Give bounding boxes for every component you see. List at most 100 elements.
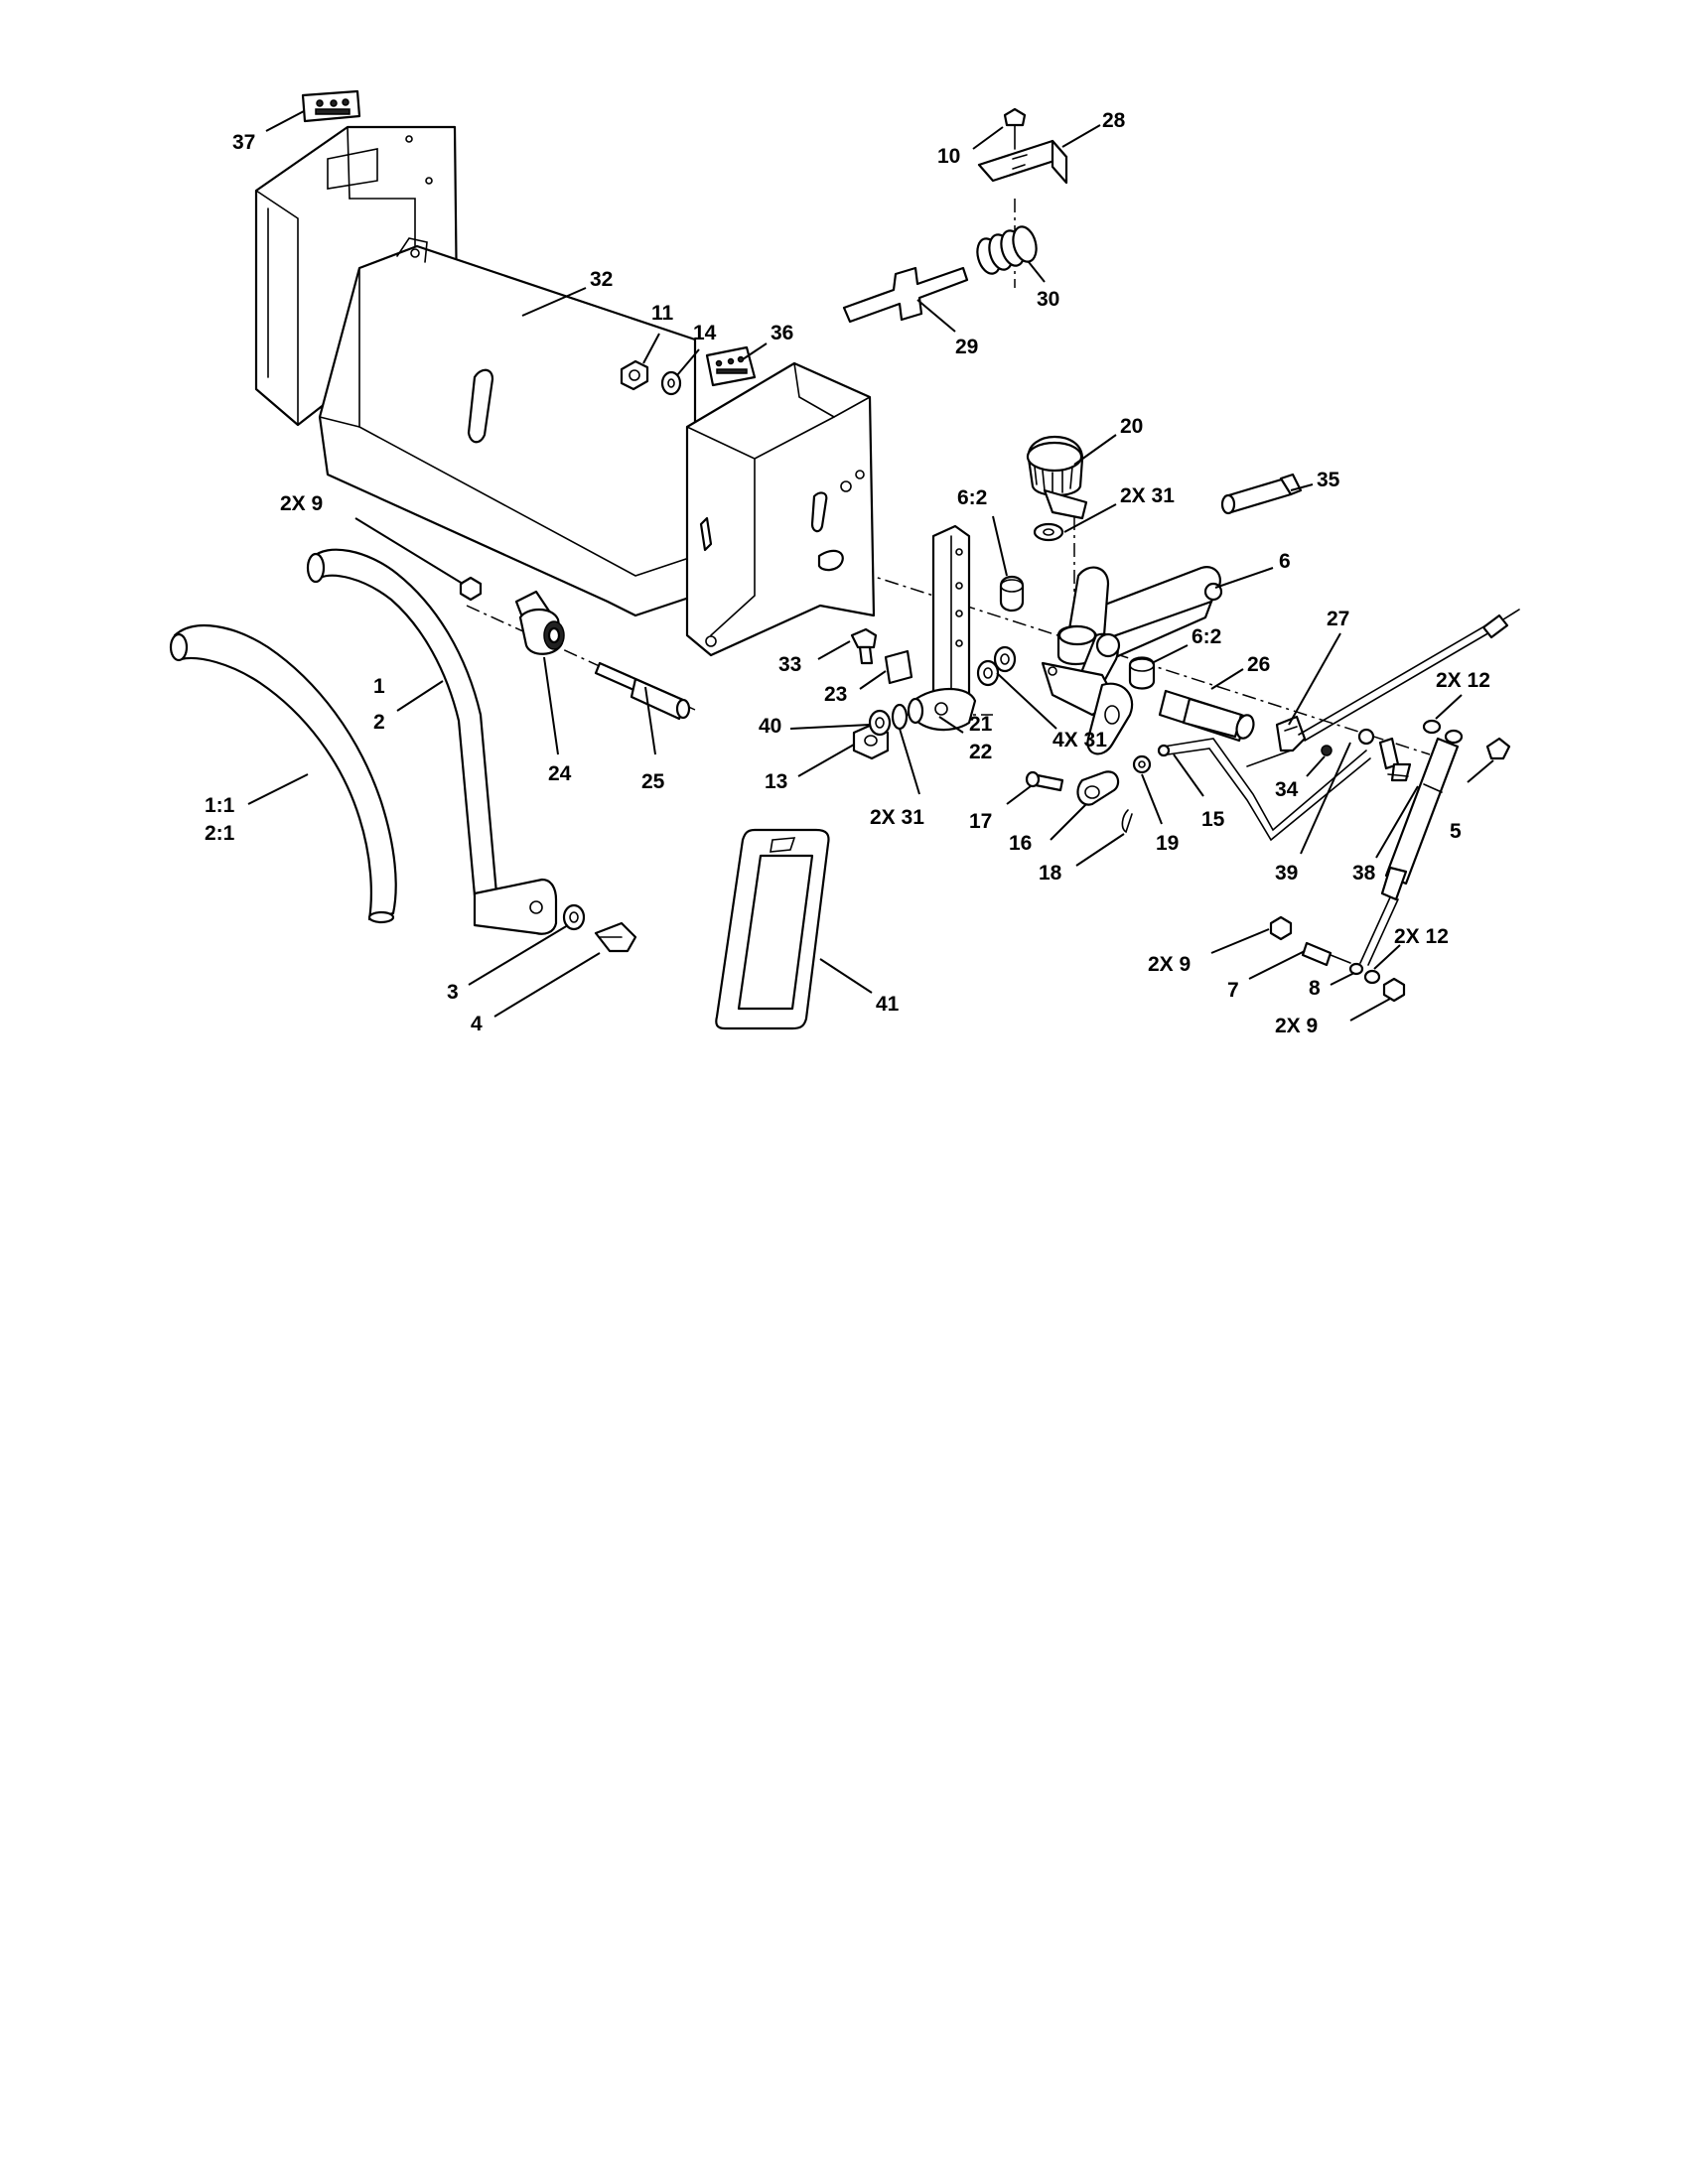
callout-37: 37 [232,131,255,154]
callout-4: 4 [471,1013,483,1035]
leader-30 [1028,261,1046,283]
leader-21-22 [938,716,964,734]
leader-4 [493,952,601,1018]
callout-1-1: 1:1 [205,794,235,817]
callout-40: 40 [759,715,781,738]
leader-2x12b [1373,944,1401,970]
callout-36: 36 [771,322,793,344]
leader-4x31 [996,672,1057,730]
control-lever-6 [1041,566,1223,755]
callout-23: 23 [824,683,847,706]
leader-1-1 [247,773,309,805]
leader-34 [1306,755,1326,777]
decal-36 [705,345,757,387]
callout-26: 26 [1247,653,1270,676]
leader-6-2b [1151,644,1189,664]
callout-19: 19 [1156,832,1179,855]
leader-18 [1075,833,1125,867]
leader-16 [1050,803,1087,841]
callout-41: 41 [876,993,900,1016]
callout-27: 27 [1327,608,1349,630]
leader-3 [468,924,569,986]
callout-39: 39 [1275,862,1298,885]
callout-6-2b: 6:2 [1192,625,1221,648]
callout-18: 18 [1039,862,1062,885]
leader-2x31a [1063,503,1117,533]
nut-9-lower-b [1382,977,1406,1003]
leader-40 [789,724,871,730]
leader-36 [742,342,768,360]
callout-14: 14 [693,322,717,344]
callout-1: 1 [373,675,385,698]
callout-10: 10 [937,145,960,168]
bushing-24 [514,590,565,655]
callout-28: 28 [1102,109,1126,132]
callout-17: 17 [969,810,992,833]
leader-38 [1375,785,1419,859]
nut-11 [620,359,649,391]
callout-3: 3 [447,981,459,1004]
parts-drawing [169,89,1520,1030]
leader-2x9c [1349,998,1391,1022]
bolt-17 [1025,770,1064,792]
floor-pad-41 [715,828,830,1030]
leader-39 [1300,742,1351,855]
bushing-6-2-lower [1128,656,1156,690]
callout-32: 32 [590,268,613,291]
rod-15 [1157,738,1371,842]
callout-7: 7 [1227,979,1239,1002]
leader-41 [819,958,873,994]
washer-40 [868,709,892,737]
callout-34: 34 [1275,778,1299,801]
leader-25 [644,686,656,755]
bolt-5 [1485,737,1511,760]
leader-24 [543,656,559,755]
bolt-33 [850,627,878,665]
leader-2x9a [354,517,464,585]
callout-15: 15 [1201,808,1225,831]
pin-35 [1220,473,1303,515]
leader-2x31b [899,728,920,795]
callout-11: 11 [651,302,674,325]
leader-32 [521,287,587,317]
callout-labels: 37 10 28 32 30 11 14 36 29 20 35 2X 31 6… [205,109,1490,1037]
leader-8 [1330,972,1355,986]
callout-2x9c: 2X 9 [1275,1015,1318,1037]
washer-12-upper [1422,719,1464,745]
callout-33: 33 [778,653,801,676]
callout-6: 6 [1279,550,1291,573]
leader-23 [859,670,887,690]
leader-26 [1210,668,1244,690]
callout-2: 2 [373,711,385,734]
washer-31-lower-a [891,703,909,731]
callout-16: 16 [1009,832,1032,855]
callout-4x31: 4X 31 [1052,729,1107,751]
stud-7 [1301,941,1351,967]
callout-2x12b: 2X 12 [1394,925,1449,948]
callout-35: 35 [1317,469,1340,491]
bushing-6-2-upper [999,575,1025,613]
link-16 [1076,770,1120,806]
callout-5: 5 [1450,820,1462,843]
console-bracket-right [685,361,876,657]
console-panel-32 [318,237,697,617]
leader-19 [1141,773,1163,825]
shaft-26 [1158,689,1255,743]
decal-37 [301,89,361,123]
bracket-28 [977,139,1068,185]
screw-10 [1003,107,1027,150]
callout-22: 22 [969,741,992,763]
leader-5 [1467,759,1494,783]
washer-31-4x-a [976,659,1000,687]
leader-29 [916,299,956,333]
washer-3 [562,903,586,931]
leader-13 [797,744,855,777]
leader-11 [642,333,660,364]
leader-10 [972,126,1004,150]
washer-8 [1348,962,1364,976]
nut-9-lower-a [1269,915,1293,941]
handle-1-2 [306,548,558,935]
leader-33 [817,640,851,660]
callout-2x9a: 2X 9 [280,492,323,515]
washer-31-4x-b [993,645,1017,673]
